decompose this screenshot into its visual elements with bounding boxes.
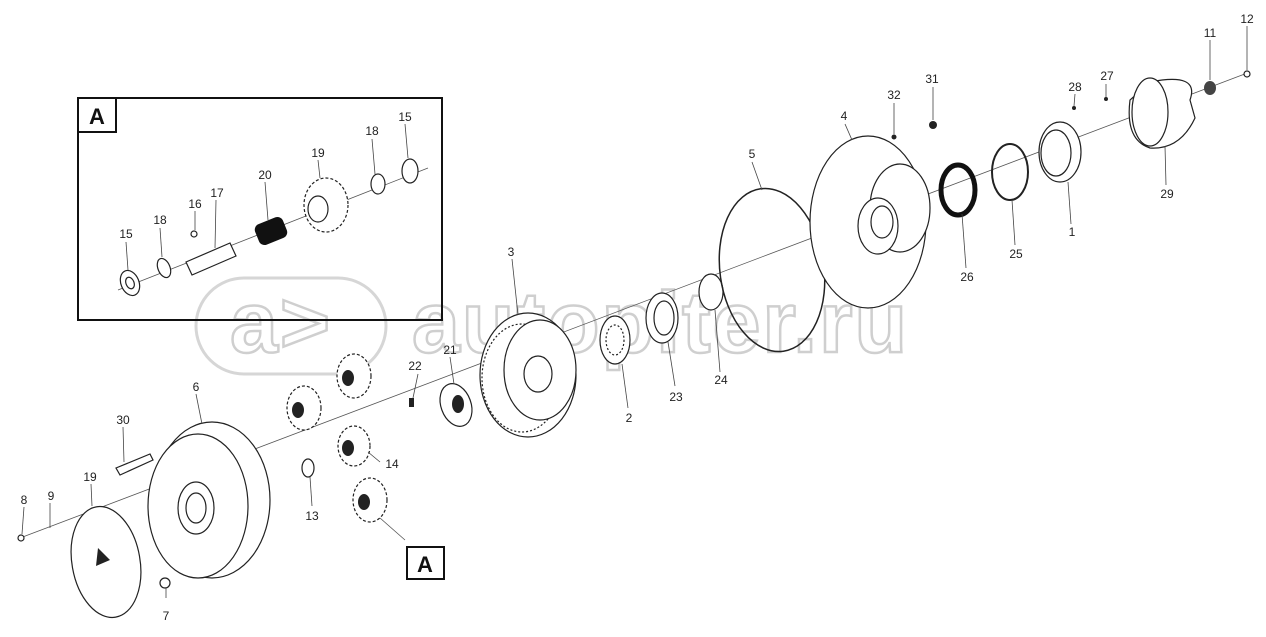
callout-15-right: 15 [398, 110, 412, 124]
retaining-ring-part [370, 173, 386, 195]
callout-9: 9 [48, 489, 55, 503]
callout-27: 27 [1100, 69, 1114, 83]
callout-5: 5 [749, 147, 756, 161]
bearing-part [599, 315, 631, 365]
screw-part [1243, 70, 1251, 78]
callout-18-right: 18 [365, 124, 379, 138]
seal-ring-part [938, 162, 978, 218]
ring-gear-part [479, 312, 577, 438]
callouts: 8 9 19 30 6 7 13 14 22 21 3 2 23 24 5 4 … [21, 12, 1254, 623]
callout-7: 7 [163, 609, 170, 623]
pin-part [891, 134, 897, 140]
callout-8: 8 [21, 493, 28, 507]
nut-part [1204, 81, 1216, 95]
oil-seal-part [645, 292, 679, 344]
callout-20: 20 [258, 168, 272, 182]
callout-6: 6 [193, 380, 200, 394]
pin-part [1104, 97, 1108, 101]
callout-30: 30 [116, 413, 130, 427]
callout-11: 11 [1204, 26, 1217, 40]
callout-25: 25 [1009, 247, 1023, 261]
callout-28: 28 [1068, 80, 1082, 94]
callout-16: 16 [188, 197, 202, 211]
bolt-part [17, 534, 25, 542]
planet-carrier-part [147, 421, 271, 579]
needle-bearing-part [254, 216, 288, 246]
retaining-ring-part [156, 257, 172, 279]
callout-13: 13 [305, 509, 319, 523]
ball-part [190, 230, 198, 238]
pin-part [1072, 106, 1076, 110]
detail-reference-a: A [406, 546, 445, 580]
callout-12: 12 [1240, 12, 1254, 26]
cover-plate-part [70, 505, 142, 619]
pin-part [409, 398, 414, 407]
planet-gears-part [286, 353, 388, 523]
detail-reference-label: A [417, 552, 433, 577]
detail-box-label: A [89, 104, 105, 129]
callout-3: 3 [508, 245, 515, 259]
thrust-disc-part [439, 383, 473, 427]
washer-part [159, 577, 171, 589]
retainer-ring-part [991, 143, 1029, 201]
nut-part [929, 121, 937, 129]
svg-text:a>: a> [230, 275, 332, 371]
callout-15-left: 15 [119, 227, 133, 241]
bearing-race-part [1038, 121, 1082, 183]
callout-4: 4 [841, 109, 848, 123]
callout-2: 2 [626, 411, 633, 425]
callout-26: 26 [960, 270, 974, 284]
callout-1: 1 [1069, 225, 1076, 239]
detail-view-a: A [77, 97, 443, 321]
shaft-pin-part [185, 242, 237, 276]
callout-19: 19 [83, 470, 97, 484]
callout-23: 23 [669, 390, 683, 404]
thrust-washer-part [401, 158, 419, 184]
callout-14: 14 [385, 457, 399, 471]
callout-22: 22 [408, 359, 422, 373]
leader-lines [21, 26, 1248, 598]
callout-29: 29 [1160, 187, 1174, 201]
callout-18-left: 18 [153, 213, 167, 227]
callout-17: 17 [210, 186, 224, 200]
stud-part [115, 453, 154, 476]
callout-21: 21 [443, 343, 457, 357]
hub-housing-part [809, 135, 931, 309]
hub-cap-part [1128, 77, 1196, 149]
callout-32: 32 [887, 88, 901, 102]
callout-24: 24 [714, 373, 728, 387]
spacer-ring-part [698, 273, 724, 311]
callout-19-detail: 19 [311, 146, 325, 160]
snap-ring-part [301, 458, 315, 478]
callout-31: 31 [925, 72, 939, 86]
